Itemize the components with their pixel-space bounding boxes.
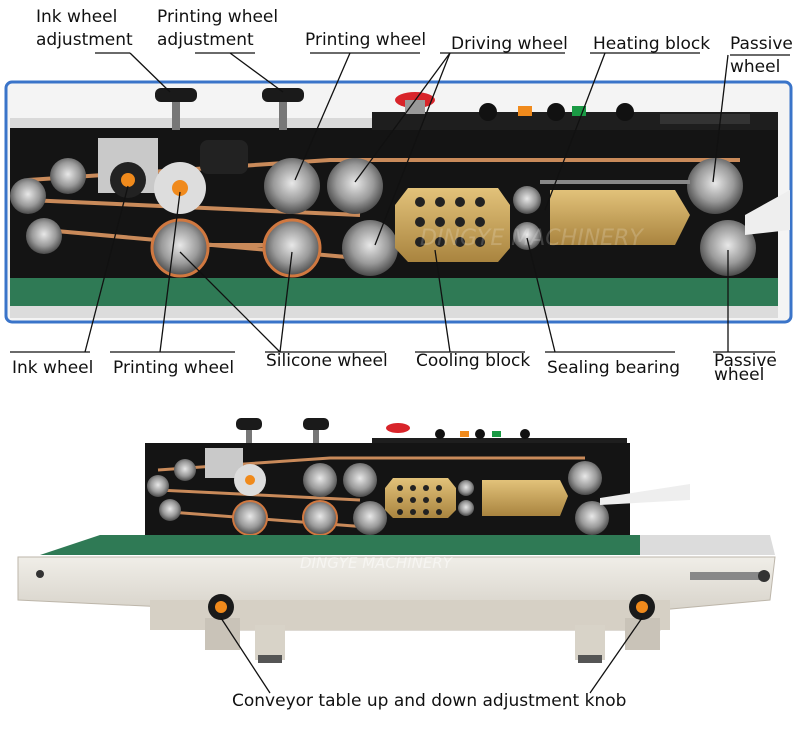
conveyor-adjustment-knob-right xyxy=(629,594,655,620)
label-conveyor-knob: Conveyor table up and down adjustment kn… xyxy=(232,691,627,711)
wheels-closeup xyxy=(10,158,756,278)
label-heating-block: Heating block xyxy=(593,34,711,54)
label-cooling-block: Cooling block xyxy=(416,351,531,371)
label-passive-wheel-top-line1: Passive xyxy=(730,34,793,54)
label-passive-wheel-bottom-line2: wheel xyxy=(714,365,765,385)
label-passive-wheel-bottom-line1: Passive xyxy=(714,351,777,371)
control-buttons xyxy=(395,92,634,121)
heating-block xyxy=(540,180,690,245)
ink-wheel-adjustment-knob xyxy=(155,88,197,130)
leader-lines xyxy=(10,52,790,694)
watermark-full: DINGYE MACHINERY xyxy=(300,554,454,572)
printing-wheel-adjustment-knob xyxy=(262,88,304,130)
label-printing-wheel-adjustment-line2: adjustment xyxy=(157,30,254,50)
watermark-closeup: DINGYE MACHINERY xyxy=(420,226,644,251)
label-printing-wheel-bottom: Printing wheel xyxy=(113,358,235,378)
label-sealing-bearing: Sealing bearing xyxy=(547,358,681,378)
label-silicone-wheel: Silicone wheel xyxy=(266,351,388,371)
label-passive-wheel-top-line2: wheel xyxy=(730,57,781,77)
label-ink-wheel-adjustment-line2: adjustment xyxy=(36,30,133,50)
label-printing-wheel-top: Printing wheel xyxy=(305,30,427,50)
conveyor-adjustment-knob-left xyxy=(208,594,234,620)
ink-wheel-bracket xyxy=(98,138,248,198)
label-printing-wheel-adjustment-line1: Printing wheel xyxy=(157,7,279,27)
outfeed-plate xyxy=(745,190,790,235)
label-driving-wheel: Driving wheel xyxy=(451,34,568,54)
label-ink-wheel-adjustment-line1: Ink wheel xyxy=(36,7,118,27)
label-ink-wheel: Ink wheel xyxy=(12,358,94,378)
full-machine: DINGYE MACHINERY xyxy=(17,418,776,663)
cooling-block xyxy=(395,188,510,262)
